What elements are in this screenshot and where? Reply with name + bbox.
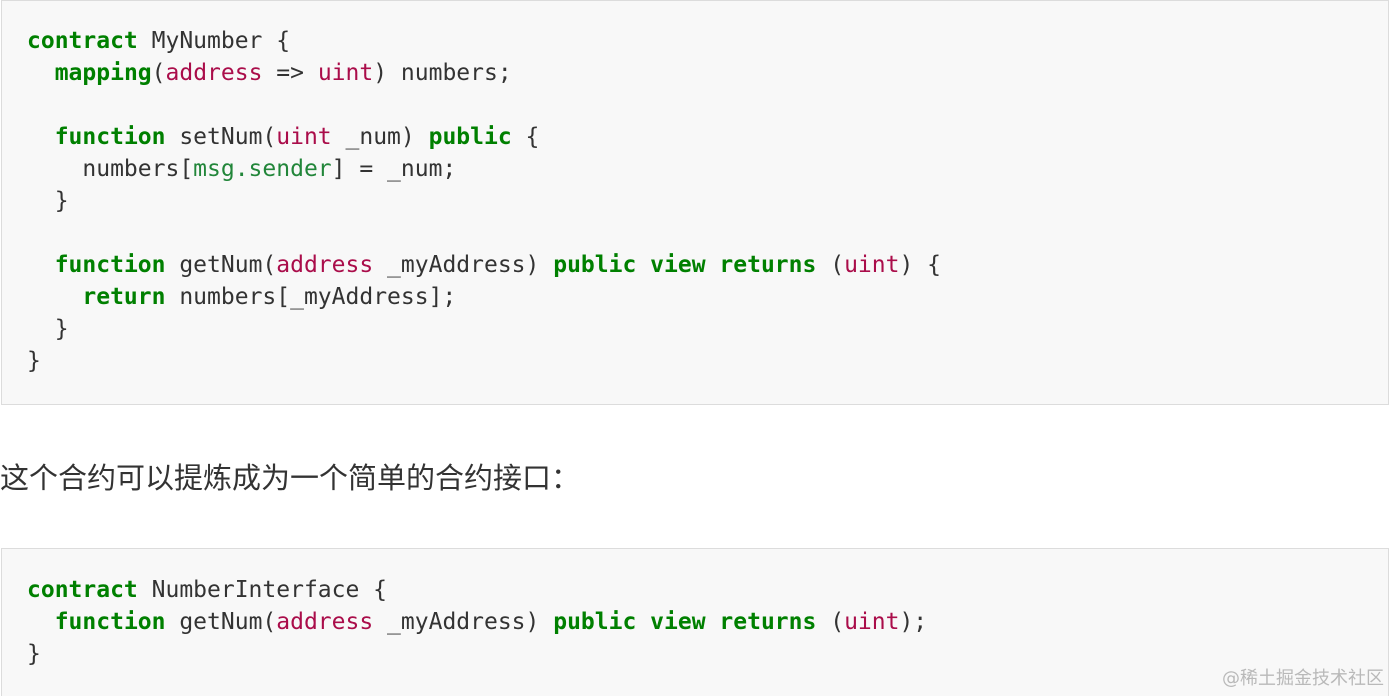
code-text: => <box>262 60 318 86</box>
code-block-numberinterface: contract NumberInterface { function getN… <box>1 548 1389 696</box>
code-keyword: contract <box>27 577 138 603</box>
code-line: } <box>27 185 1363 217</box>
code-type: address <box>276 252 374 278</box>
code-type: uint <box>276 124 332 150</box>
code-text: getNum( <box>165 609 277 635</box>
code-keyword: function <box>54 252 166 278</box>
code-line: } <box>27 313 1363 345</box>
code-text <box>636 252 650 278</box>
code-keyword: function <box>54 609 166 635</box>
code-text: ); <box>899 609 928 635</box>
code-text: _num) <box>331 124 429 150</box>
code-keyword: return <box>82 284 166 310</box>
code-type: address <box>276 609 374 635</box>
code-text: _myAddress) <box>373 252 554 278</box>
code-line: contract MyNumber { <box>27 25 1363 57</box>
code-line: function getNum(address _myAddress) publ… <box>27 606 1363 638</box>
code-keyword: view <box>650 252 706 278</box>
code-text: } <box>27 348 41 374</box>
code-text: NumberInterface { <box>137 577 388 603</box>
code-keyword: public <box>428 124 512 150</box>
code-keyword: returns <box>719 609 817 635</box>
code-keyword: mapping <box>54 60 152 86</box>
code-text: ) numbers; <box>373 60 512 86</box>
code-text: getNum( <box>165 252 277 278</box>
code-text <box>27 284 82 310</box>
code-text: numbers[ <box>27 156 194 182</box>
code-text <box>27 124 55 150</box>
code-line: contract NumberInterface { <box>27 574 1363 606</box>
code-keyword: contract <box>27 28 138 54</box>
code-line: } <box>27 345 1363 377</box>
code-keyword: returns <box>719 252 817 278</box>
code-text: _myAddress) <box>373 609 554 635</box>
code-text: ( <box>816 252 845 278</box>
code-text <box>27 252 55 278</box>
code-text: ( <box>816 609 845 635</box>
code-line <box>27 217 1363 249</box>
code-type: uint <box>844 609 900 635</box>
paragraph-text: 这个合约可以提炼成为一个简单的合约接口： <box>0 461 581 495</box>
code-type: uint <box>844 252 900 278</box>
code-line: return numbers[_myAddress]; <box>27 281 1363 313</box>
code-text: } <box>27 641 41 667</box>
code-line: } <box>27 638 1363 670</box>
code-text: } <box>27 188 69 214</box>
code-text: numbers[_myAddress]; <box>165 284 457 310</box>
code-text: ( <box>151 60 166 86</box>
code-keyword: public <box>553 609 637 635</box>
code-line: mapping(address => uint) numbers; <box>27 57 1363 89</box>
code-text <box>27 60 55 86</box>
code-text: MyNumber { <box>137 28 291 54</box>
code-keyword: function <box>54 124 166 150</box>
code-line <box>27 89 1363 121</box>
code-text: { <box>511 124 540 150</box>
watermark-text: @稀土掘金技术社区 <box>1222 668 1384 689</box>
code-text: } <box>27 316 69 342</box>
code-text: setNum( <box>165 124 277 150</box>
code-text: ] = _num; <box>331 156 457 182</box>
code-text <box>27 609 55 635</box>
code-keyword: view <box>650 609 706 635</box>
code-block-mynumber: contract MyNumber { mapping(address => u… <box>1 0 1389 405</box>
code-type: address <box>165 60 263 86</box>
code-text <box>706 609 720 635</box>
code-keyword: public <box>553 252 637 278</box>
code-line: numbers[msg.sender] = _num; <box>27 153 1363 185</box>
code-text <box>706 252 720 278</box>
code-text: ) { <box>899 252 941 278</box>
code-line: function getNum(address _myAddress) publ… <box>27 249 1363 281</box>
code-variable: msg.sender <box>193 156 332 182</box>
code-line: function setNum(uint _num) public { <box>27 121 1363 153</box>
code-text <box>636 609 650 635</box>
code-type: uint <box>317 60 374 86</box>
